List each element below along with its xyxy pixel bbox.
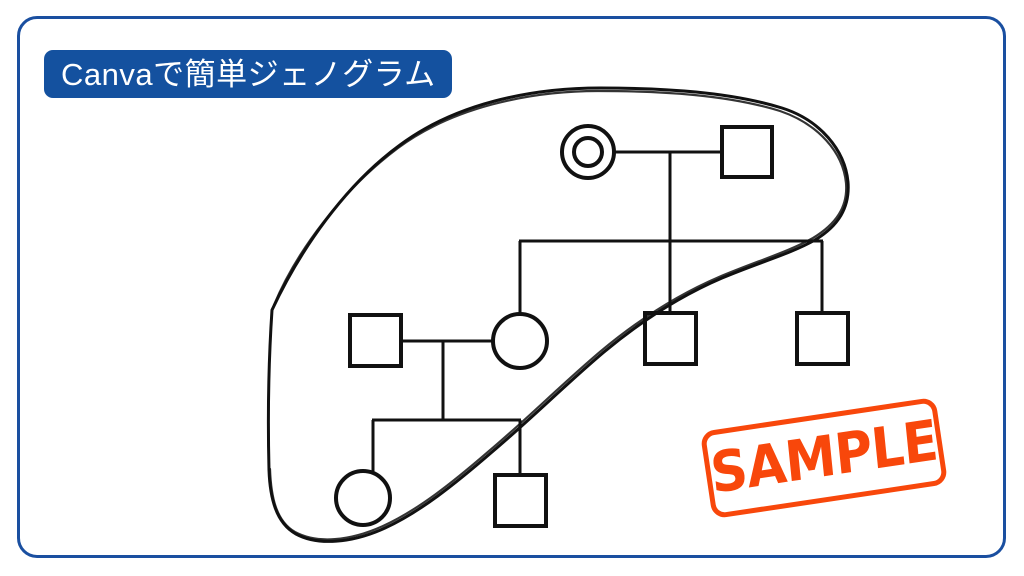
symbol-male-g2-spouse[interactable] bbox=[348, 313, 403, 368]
symbol-male-g2-third[interactable] bbox=[795, 311, 850, 366]
title-badge: Canvaで簡単ジェノグラム bbox=[44, 50, 452, 98]
symbol-index-female-inner[interactable] bbox=[572, 136, 604, 168]
symbol-male-g3[interactable] bbox=[493, 473, 548, 528]
symbol-female-g3[interactable] bbox=[334, 469, 392, 527]
symbol-male-g2-second[interactable] bbox=[643, 311, 698, 366]
slide-border-frame bbox=[17, 16, 1006, 558]
genogram-symbols bbox=[334, 124, 850, 528]
symbol-male-g1[interactable] bbox=[720, 125, 774, 179]
page-title: Canvaで簡単ジェノグラム bbox=[61, 56, 436, 92]
household-boundary-wobble bbox=[268, 89, 848, 541]
symbol-female-g2[interactable] bbox=[491, 312, 549, 370]
household-boundary-loop bbox=[266, 86, 850, 543]
